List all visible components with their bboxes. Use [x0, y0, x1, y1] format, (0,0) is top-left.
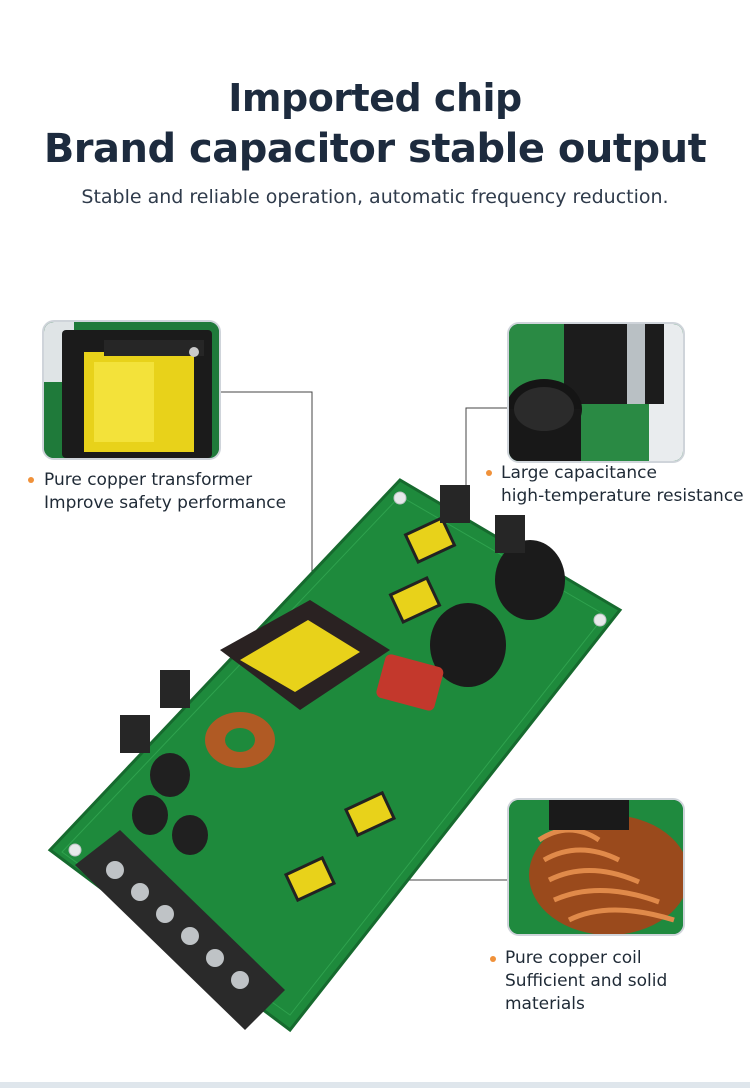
page-title-line2: Brand capacitor stable output — [43, 126, 707, 172]
callout-capacitance: Large capacitance high-temperature resis… — [501, 462, 744, 508]
callout-transformer-line1: Pure copper transformer — [44, 470, 253, 490]
callout-capacitance-line2: high-temperature resistance — [501, 486, 744, 506]
bullet-dot — [28, 477, 34, 483]
power-supply-board-image — [47, 478, 623, 1033]
callout-coil: Pure copper coil Sufficient and solid ma… — [505, 947, 750, 1016]
bullet-dot — [490, 956, 496, 962]
coil-closeup-image — [507, 798, 685, 936]
bottom-divider — [0, 1082, 750, 1088]
callout-capacitance-line1: Large capacitance — [501, 463, 657, 483]
page-subtitle: Stable and reliable operation, automatic… — [81, 186, 669, 208]
callout-transformer: Pure copper transformer Improve safety p… — [44, 469, 286, 515]
page-title-line1: Imported chip — [228, 76, 522, 120]
callout-coil-line1: Pure copper coil — [505, 948, 642, 968]
callout-coil-line2: Sufficient and solid materials — [505, 971, 668, 1014]
capacitor-closeup-image — [507, 322, 685, 463]
bullet-dot — [486, 470, 492, 476]
callout-transformer-line2: Improve safety performance — [44, 493, 287, 513]
transformer-closeup-image — [42, 320, 221, 460]
